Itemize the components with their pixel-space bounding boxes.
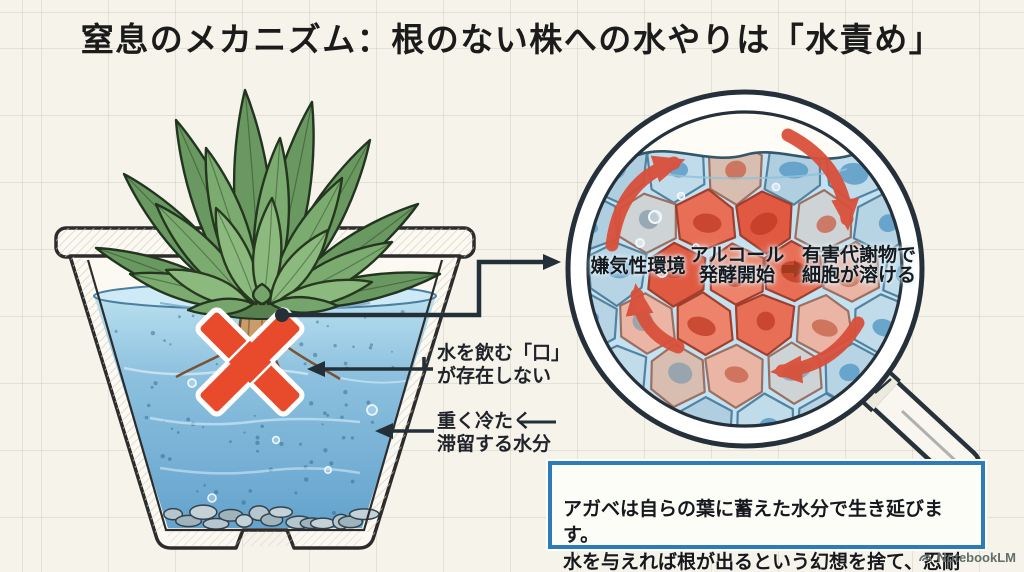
page-title: 窒息のメカニズム：根のない株への水やりは「水責め」 [80, 21, 944, 58]
label-stagnant-water: 重く冷たく 滞留する水分 [437, 411, 552, 455]
notebooklm-watermark: NotebookLM [918, 550, 1016, 565]
notebooklm-logo-icon [919, 554, 932, 562]
watermark-label: NotebookLM [937, 550, 1016, 565]
water-bubbles [187, 378, 396, 503]
label-fermentation: アルコール 発酵開始 [689, 245, 785, 286]
circular-arrows-icon [605, 128, 865, 384]
note-text: アガベは自らの葉に蓄えた水分で生き延びます。 水を与えれば根が出るという幻想を捨… [563, 498, 962, 572]
lens-bubbles [635, 182, 781, 278]
gravel-layer [163, 504, 380, 530]
agave-plant [94, 88, 442, 320]
note-box: アガベは自らの葉に蓄えた水分で生き延びます。 水を与えれば根が出るという幻想を捨… [548, 461, 985, 572]
label-toxic-metabolites: 有害代謝物で 細胞が溶ける [801, 245, 916, 286]
red-x-icon [195, 307, 305, 417]
magnifier-illustration [565, 89, 982, 485]
red-right-arrow-icon [782, 260, 805, 278]
label-no-mouth: 水を飲む「口」 が存在しない [437, 343, 571, 387]
label-anaerobic: 嫌気性環境 [590, 256, 686, 277]
pot-illustration [54, 88, 476, 550]
